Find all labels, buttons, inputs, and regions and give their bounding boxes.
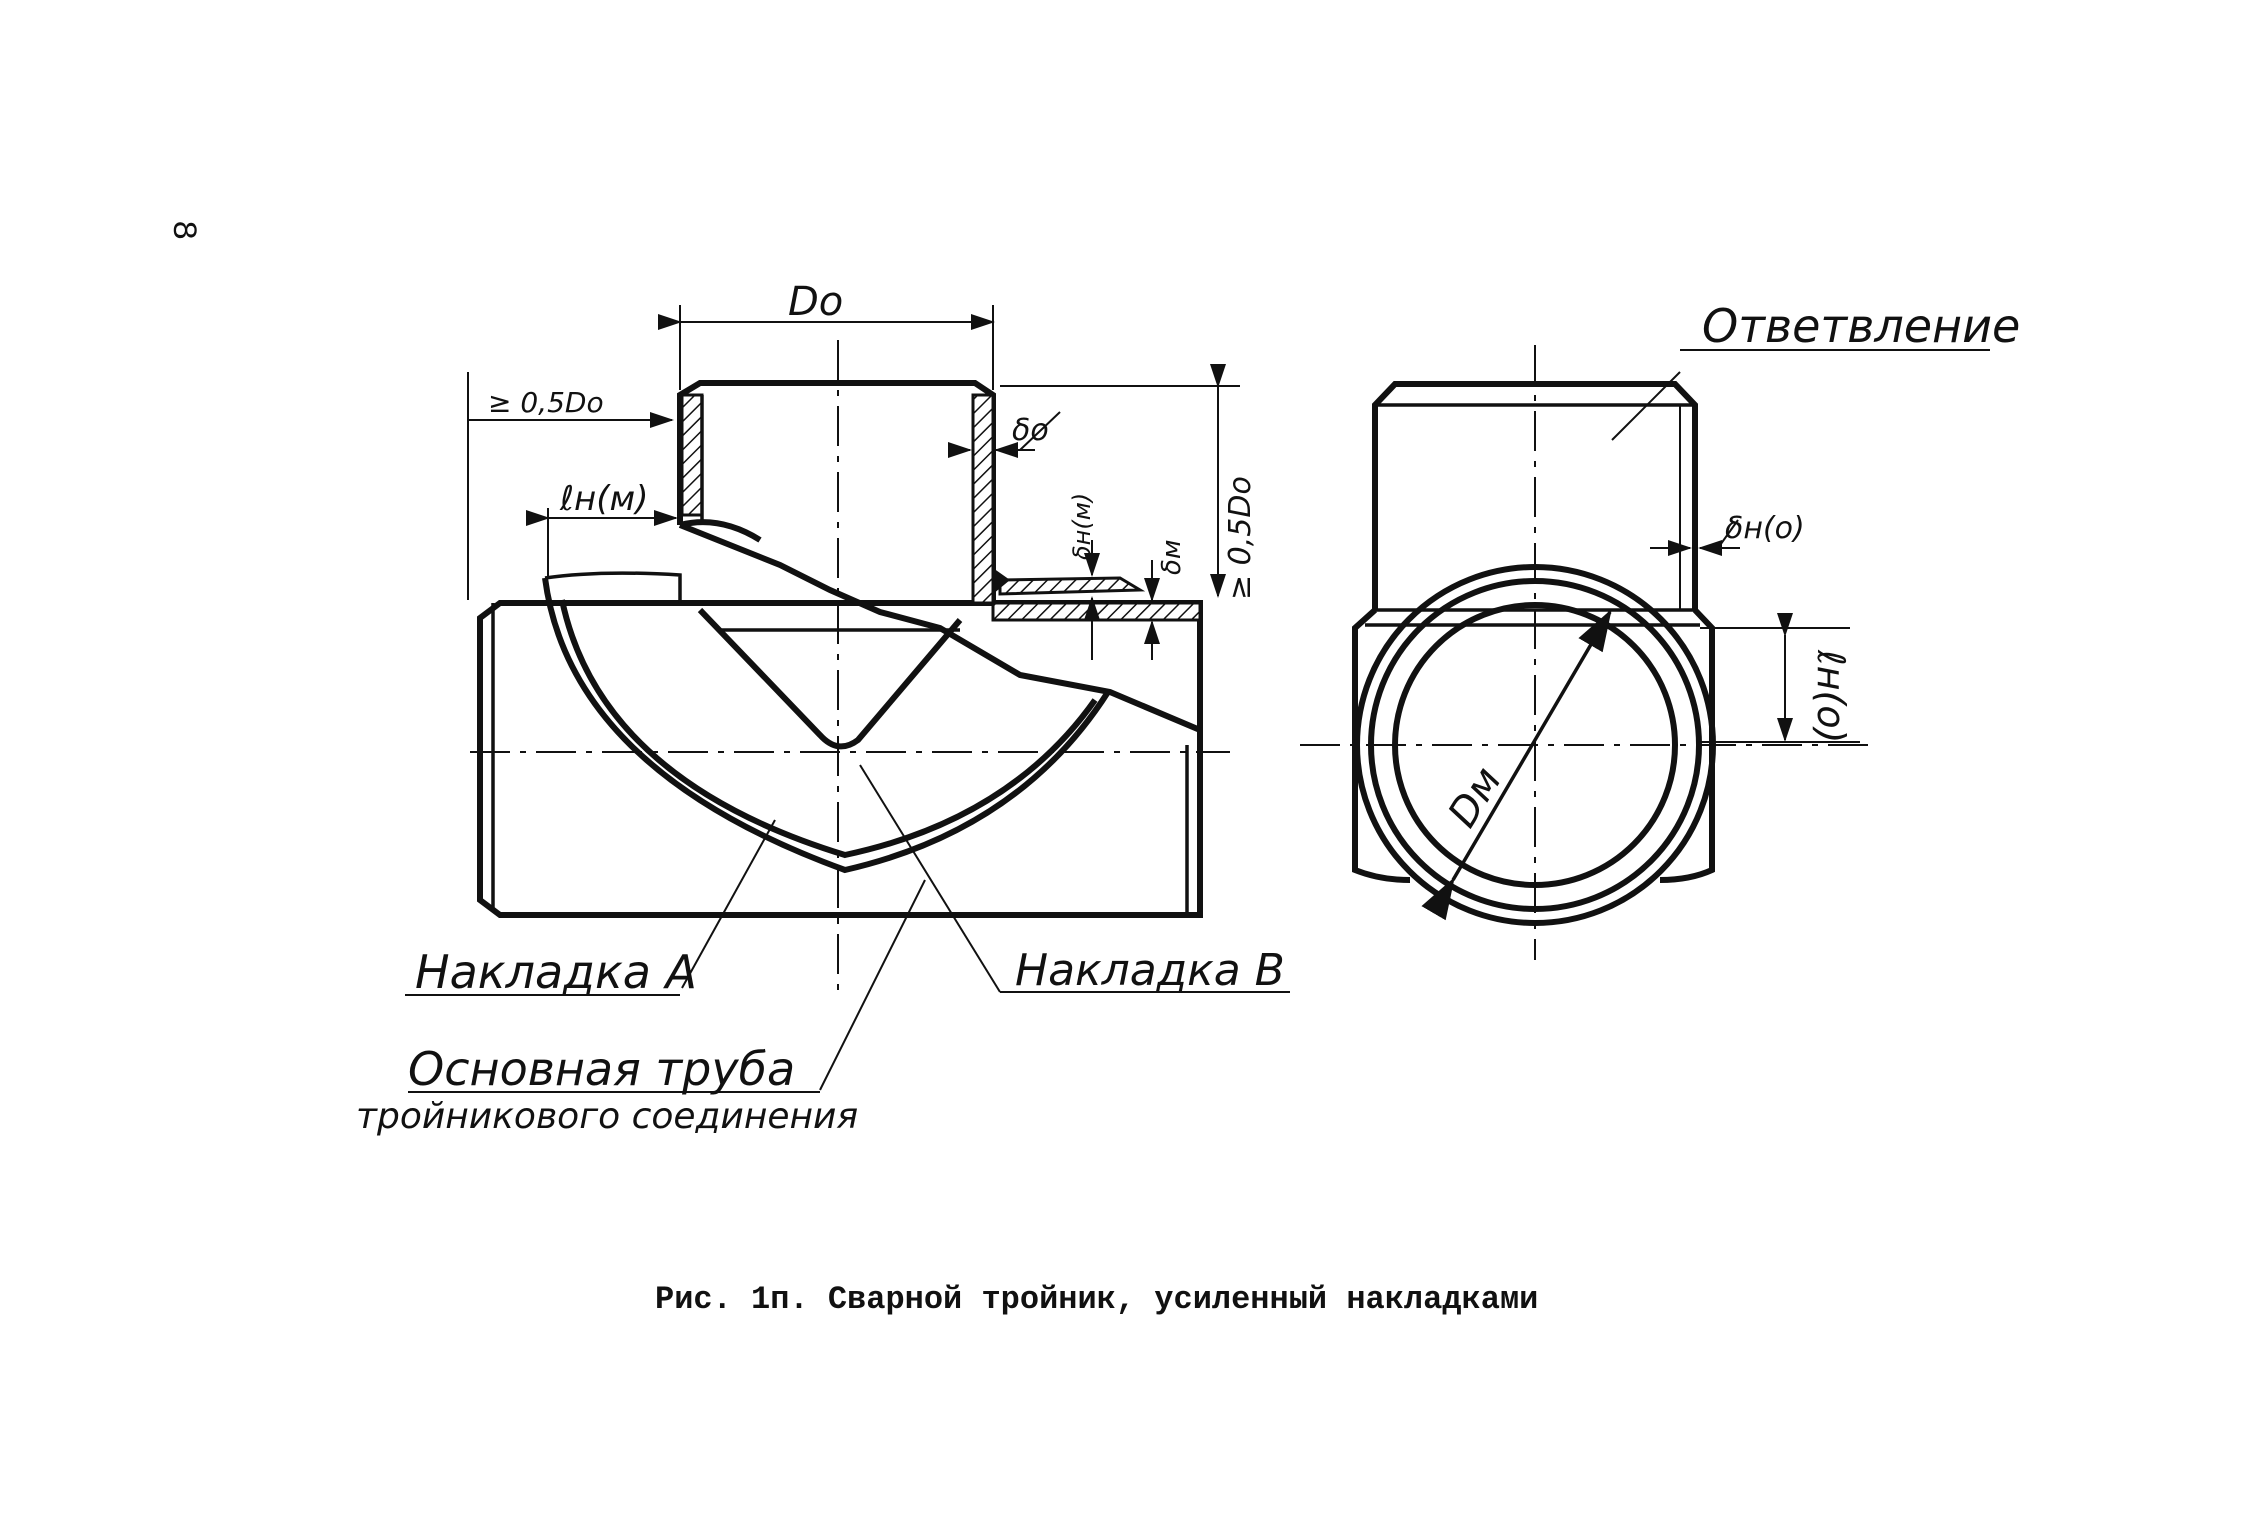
dim-d0-label: Do — [788, 279, 843, 325]
dim-dm-line — [1421, 608, 1612, 921]
dim-dm-label: Dм — [1439, 759, 1510, 835]
branch-pipe-outline — [677, 380, 996, 603]
label-main-pipe-2: тройникового соединения — [356, 1096, 858, 1137]
dim-l-ho-label: ℓн(о) — [1809, 649, 1853, 743]
figure-caption: Рис. 1п. Сварной тройник, усиленный накл… — [655, 1281, 1538, 1318]
pad-b-edge — [544, 571, 682, 603]
dim-half-d0-left-label: ≥ 0,5Do — [488, 386, 604, 419]
front-view: Do ≥ 0,5Do δo ≥ 0,5Do ℓн(м) δн(м) δм Нак… — [356, 279, 1290, 1137]
dim-delta-ho-label: δн(о) — [1725, 511, 1805, 546]
pad-side-outline — [1352, 607, 1715, 883]
label-pad-b: Накладка В — [1015, 945, 1285, 996]
branch-wall-right — [971, 393, 995, 605]
label-main-pipe-1: Основная труба — [408, 1042, 795, 1096]
dim-delta-hm-label: δн(м) — [1068, 493, 1096, 560]
main-pipe-outer-circle — [1354, 564, 1716, 926]
side-view: Dм Ответвление δн(о) ℓн(о) — [1300, 299, 2020, 960]
weld-fillet — [993, 568, 1010, 594]
branch-wall-left — [680, 393, 704, 517]
pad-b-diagonal — [678, 522, 1202, 733]
label-pad-a: Накладка А — [415, 945, 697, 999]
pad-a-outer — [542, 577, 1111, 874]
branch-weld-left — [679, 519, 762, 543]
label-branch: Ответвление — [1702, 299, 2020, 353]
pad-a-inner — [559, 599, 1098, 859]
branch-side-outline — [1372, 381, 1698, 610]
dim-delta-m-label: δм — [1157, 539, 1187, 575]
main-wall-section — [991, 601, 1202, 622]
dim-l-hm-label: ℓн(м) — [559, 479, 648, 519]
dim-half-d0-right-label: ≥ 0,5Do — [1223, 476, 1258, 600]
dim-delta-o-label: δo — [1012, 413, 1049, 448]
cutout-v — [697, 607, 963, 750]
pad-section — [998, 576, 1146, 596]
page-number: 8 — [163, 220, 201, 240]
